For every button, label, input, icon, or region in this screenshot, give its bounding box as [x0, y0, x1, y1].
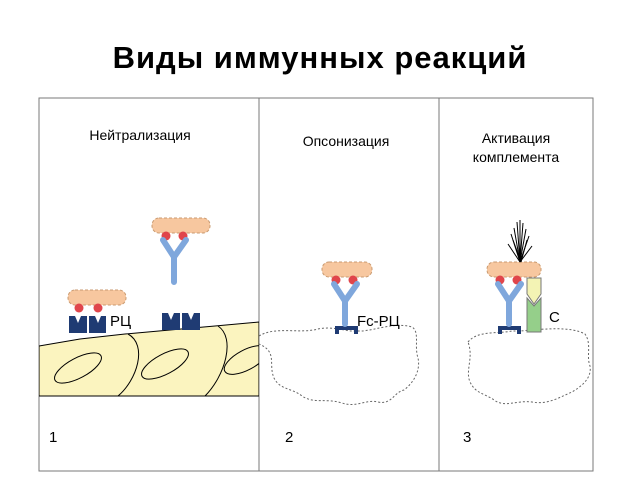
panel-opsonization: Опсонизация Fc-РЦ 2	[259, 133, 420, 446]
cell-nucleus	[54, 352, 102, 384]
receptor-pair-left	[69, 316, 106, 333]
panel-1-heading: Нейтрализация	[89, 127, 190, 143]
panel-neutralization: Нейтрализация РЦ 1	[39, 127, 259, 446]
panel-complement-activation: Активация комплемента С 3	[463, 130, 591, 446]
membrane-attack-tuft	[507, 220, 533, 263]
slide-title: Виды иммунных реакций	[112, 40, 528, 75]
phagocyte-outline	[259, 324, 420, 406]
fc-receptor	[335, 326, 358, 334]
antigen-opsonized	[321, 261, 373, 285]
antigen-complement-bound	[486, 261, 542, 285]
antigen-neutralized	[151, 217, 211, 241]
panel-3-heading-line-1: Активация	[482, 130, 550, 146]
receptor-label-rc: РЦ	[110, 313, 131, 330]
antibody	[495, 281, 524, 327]
complement-label: С	[549, 309, 560, 326]
cell-nucleus	[141, 348, 189, 380]
panel-3-heading-line-2: комплемента	[473, 149, 560, 165]
receptor-label-fc-rc: Fc-РЦ	[357, 313, 400, 330]
panel-2-heading: Опсонизация	[303, 133, 390, 149]
complement-column	[526, 277, 542, 333]
panel-number-2: 2	[285, 429, 293, 446]
epithelial-cell-layer	[39, 321, 259, 397]
panel-number-1: 1	[49, 429, 57, 446]
receptor-pair-right	[162, 313, 200, 330]
fc-receptor	[498, 326, 521, 334]
antigen-bound-to-receptor	[67, 289, 127, 313]
antibody	[160, 237, 189, 285]
panel-number-3: 3	[463, 429, 471, 446]
cell-nucleus	[223, 345, 259, 375]
antibody	[331, 281, 360, 327]
